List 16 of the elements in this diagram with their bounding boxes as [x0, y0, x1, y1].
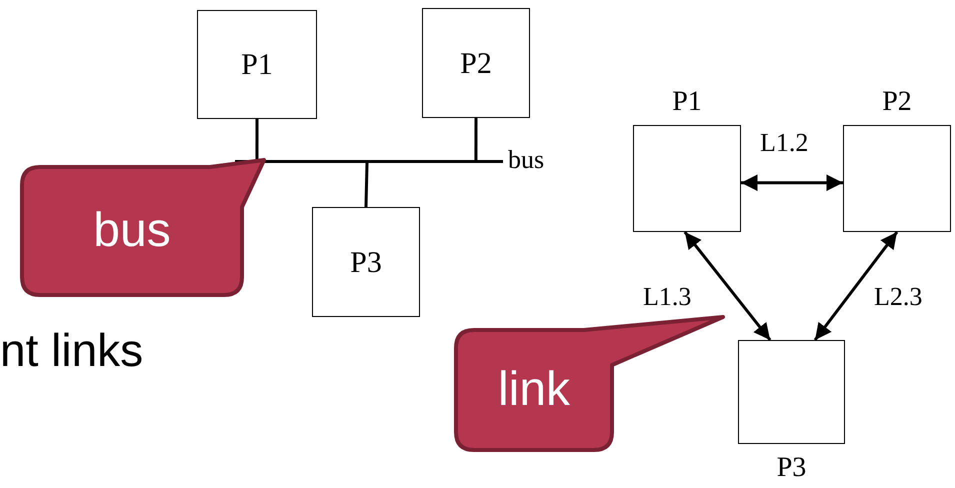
arrow: [684, 231, 772, 341]
speech-bubble: bus: [20, 157, 268, 297]
node-label: P1: [671, 84, 703, 118]
connector-line: [474, 118, 478, 160]
bus-label: bus: [508, 144, 544, 176]
process-box: P3: [312, 207, 420, 317]
node-label: P2: [881, 84, 913, 118]
bus-line: [235, 160, 503, 163]
speech-bubble: link: [454, 313, 726, 453]
arrow: [814, 231, 898, 341]
slide-text: nt links: [0, 323, 144, 378]
process-box: P2: [422, 8, 530, 118]
process-box: P1: [197, 10, 317, 119]
arrow: [741, 174, 843, 192]
node-label: P3: [776, 450, 808, 484]
connector-line: [364, 162, 368, 208]
